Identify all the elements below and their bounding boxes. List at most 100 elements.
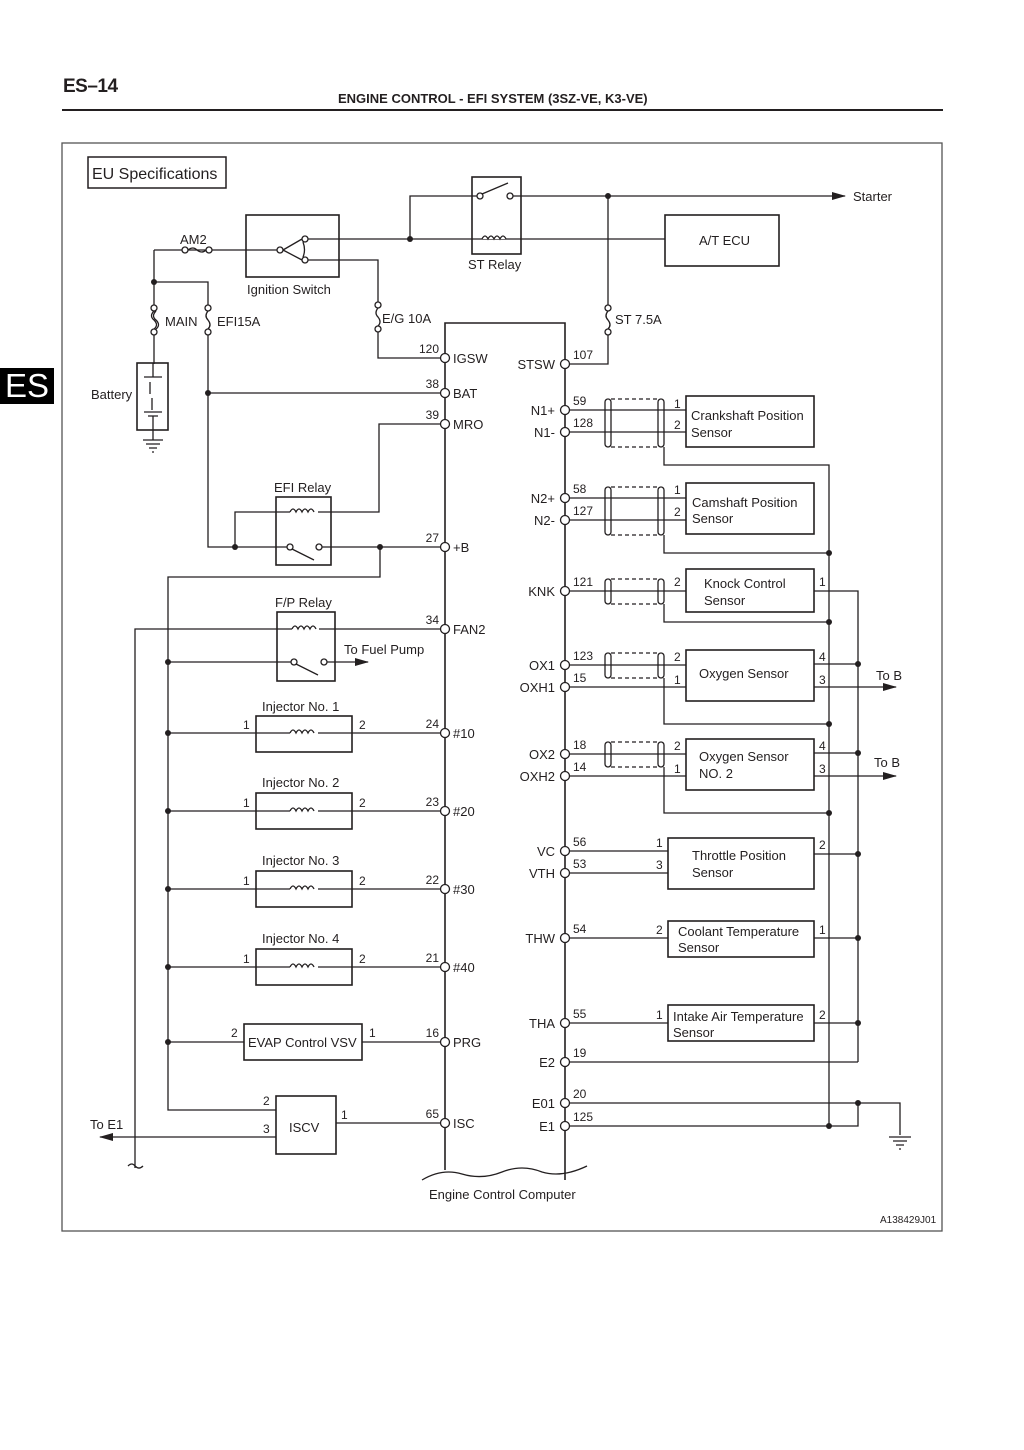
pin-number: 120 — [419, 342, 439, 356]
terminal-name: +B — [453, 540, 469, 555]
pin-number: 127 — [573, 504, 593, 518]
svg-text:1: 1 — [243, 796, 250, 810]
fuse-terminal — [204, 304, 212, 312]
terminal-name: #20 — [453, 804, 475, 819]
svg-text:2: 2 — [819, 838, 826, 852]
wire — [154, 281, 209, 305]
ecu-terminal-20: 23 #20 — [426, 795, 475, 819]
injector-1: Injector No. 1 1 2 — [165, 699, 441, 753]
svg-text:Knock Control: Knock Control — [704, 576, 786, 591]
svg-text:Oxygen Sensor: Oxygen Sensor — [699, 749, 789, 764]
svg-text:1: 1 — [656, 836, 663, 850]
svg-text:1: 1 — [819, 575, 826, 589]
at-ecu-label: A/T ECU — [699, 233, 750, 248]
intake-air-temperature-sensor: Intake Air Temperature Sensor 1 2 — [569, 1004, 861, 1042]
svg-text:Camshaft Position: Camshaft Position — [692, 495, 798, 510]
battery-icon — [144, 376, 162, 417]
am2-fuse-label: AM2 — [180, 232, 207, 247]
terminal-name: N1- — [534, 425, 555, 440]
relay-terminal — [506, 192, 514, 200]
svg-text:2: 2 — [674, 418, 681, 432]
terminal-name: N2- — [534, 513, 555, 528]
knock-sensor: Knock Control Sensor 2 1 — [569, 568, 859, 1062]
wire — [377, 332, 441, 359]
svg-text:Sensor: Sensor — [692, 865, 734, 880]
svg-text:1: 1 — [656, 1008, 663, 1022]
svg-text:2: 2 — [656, 923, 663, 937]
pin-number: 23 — [426, 795, 440, 809]
spec-label: EU Specifications — [92, 166, 217, 183]
terminal-name: ISC — [453, 1116, 475, 1131]
terminal-name: THW — [525, 931, 555, 946]
terminal-name: OXH1 — [520, 680, 555, 695]
iscv: ISCV 2 3 1 — [99, 1094, 441, 1155]
svg-text:3: 3 — [656, 858, 663, 872]
pin-number: 55 — [573, 1007, 587, 1021]
svg-text:1: 1 — [369, 1026, 376, 1040]
to-fuel-pump-label: To Fuel Pump — [344, 642, 424, 657]
header-rule — [62, 109, 943, 111]
terminal-name: IGSW — [453, 351, 488, 366]
injector-coil-icon — [289, 729, 315, 735]
pin-number: 53 — [573, 857, 587, 871]
terminal-name: VC — [537, 844, 555, 859]
pin-number: 34 — [426, 613, 440, 627]
svg-text:2: 2 — [359, 952, 366, 966]
svg-text:1: 1 — [674, 762, 681, 776]
st-fuse-label: ST 7.5A — [615, 312, 662, 327]
switch-terminal — [276, 246, 284, 254]
relay-coil-icon — [481, 235, 507, 241]
figure-id: A138429J01 — [880, 1215, 937, 1226]
svg-text:2: 2 — [359, 718, 366, 732]
diagram-frame — [61, 142, 943, 1232]
pin-number: 22 — [426, 873, 440, 887]
switch-terminal — [301, 256, 309, 264]
relay-terminal — [476, 192, 484, 200]
ecu-right-terminals: 107STSW59N1+128N1-58N2+127N2-121KNK123OX… — [517, 348, 593, 1134]
wire — [409, 195, 480, 239]
am2-fuse-icon — [187, 247, 207, 253]
ecu-label: Engine Control Computer — [429, 1187, 576, 1202]
terminal-name: E01 — [532, 1096, 555, 1111]
terminal-name: #40 — [453, 960, 475, 975]
svg-text:1: 1 — [819, 923, 826, 937]
evap-vsv: EVAP Control VSV 2 1 — [165, 1023, 441, 1061]
svg-text:4: 4 — [819, 650, 826, 664]
relay-switch-icon — [291, 548, 315, 561]
eg-fuse-icon — [375, 307, 381, 327]
terminal-name: #30 — [453, 882, 475, 897]
pin-number: 56 — [573, 835, 587, 849]
terminal-name: KNK — [528, 584, 555, 599]
pin-number: 18 — [573, 738, 587, 752]
svg-text:1: 1 — [243, 952, 250, 966]
svg-text:2: 2 — [674, 505, 681, 519]
to-b-label: To B — [874, 755, 900, 770]
terminal-name: E2 — [539, 1055, 555, 1070]
svg-text:Coolant Temperature: Coolant Temperature — [678, 924, 799, 939]
svg-text:Crankshaft Position: Crankshaft Position — [691, 408, 804, 423]
wire — [234, 511, 290, 547]
wire — [308, 259, 379, 302]
terminal-name: OX1 — [529, 658, 555, 673]
relay-terminal — [286, 543, 294, 551]
shield-icon — [657, 652, 665, 679]
svg-text:3: 3 — [263, 1122, 270, 1136]
svg-text:Sensor: Sensor — [704, 593, 746, 608]
shield-icon — [657, 578, 665, 605]
injector-2: Injector No. 2 1 2 — [165, 775, 441, 830]
pin-number: 128 — [573, 416, 593, 430]
svg-text:NO. 2: NO. 2 — [699, 766, 733, 781]
fuse-terminal — [604, 304, 612, 312]
section-tab: ES — [0, 368, 54, 404]
terminal-name: MRO — [453, 417, 483, 432]
